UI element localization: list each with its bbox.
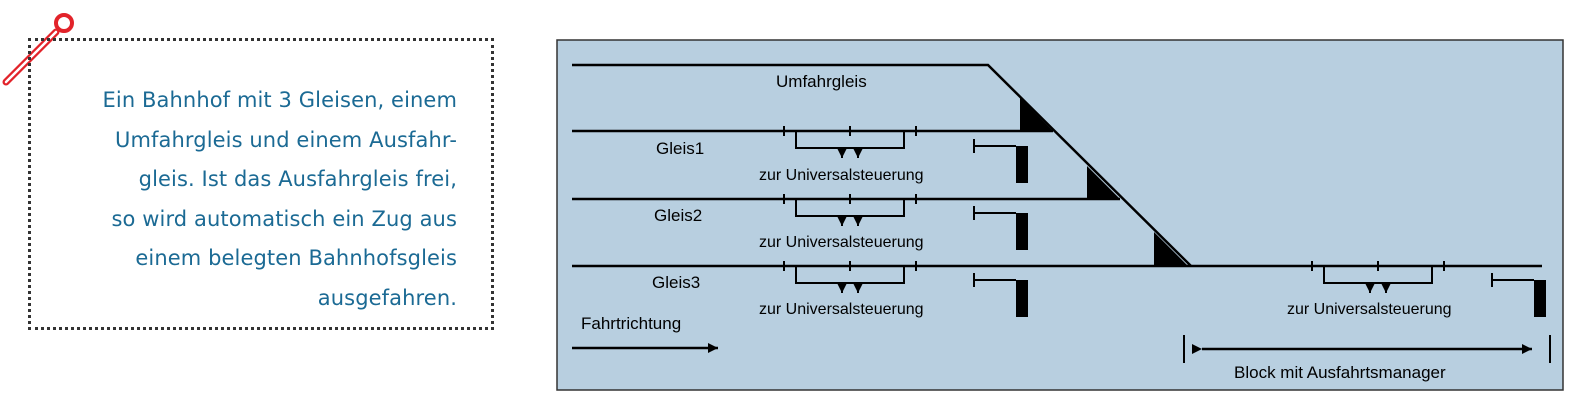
direction-label: Fahrtrichtung: [581, 314, 681, 333]
bypass-track-label: Umfahrgleis: [776, 72, 867, 91]
note-line: so wird automatisch ein Zug aus: [111, 206, 457, 231]
note-text: Ein Bahnhof mit 3 Gleisen, einem Umfahrg…: [57, 81, 457, 318]
note-line: Ein Bahnhof mit 3 Gleisen, einem: [102, 88, 457, 112]
detector-group: [783, 194, 917, 226]
note-line: ausgefahren.: [317, 285, 457, 310]
track-3-label: Gleis3: [652, 273, 700, 292]
signal-icon: [973, 139, 1028, 183]
block-label: Block mit Ausfahrtsmanager: [1234, 363, 1446, 382]
bypass-track: [572, 63, 1192, 267]
note-line: Umfahrgleis und einem Ausfahr-: [115, 127, 457, 152]
track-2-label: Gleis2: [654, 206, 702, 225]
switch-2: [1087, 166, 1120, 199]
detector-group: [783, 261, 917, 293]
signal-icon: [1491, 273, 1546, 317]
signal-icon: [973, 206, 1028, 250]
controller-label-2: zur Universalsteuerung: [759, 234, 924, 251]
controller-label-3: zur Universalsteuerung: [759, 301, 924, 318]
switch-3: [1154, 232, 1188, 266]
track-diagram: Umfahrgleis Gleis1 Gleis2 Gleis3 zur Uni…: [556, 39, 1564, 391]
note-line: einem belegten Bahnhofsgleis: [135, 246, 457, 270]
controller-label-exit: zur Universalsteuerung: [1287, 301, 1452, 318]
track-1-label: Gleis1: [656, 139, 704, 158]
detector-group: [783, 126, 917, 158]
signal-icon: [973, 273, 1028, 317]
detector-group: [1311, 261, 1445, 293]
diagram-background: [556, 39, 1564, 391]
note-box: Ein Bahnhof mit 3 Gleisen, einem Umfahrg…: [28, 38, 494, 330]
note-line: gleis. Ist das Ausfahrgleis frei,: [138, 167, 457, 191]
switch-1: [1020, 98, 1053, 131]
controller-label-1: zur Universalsteuerung: [759, 167, 924, 184]
